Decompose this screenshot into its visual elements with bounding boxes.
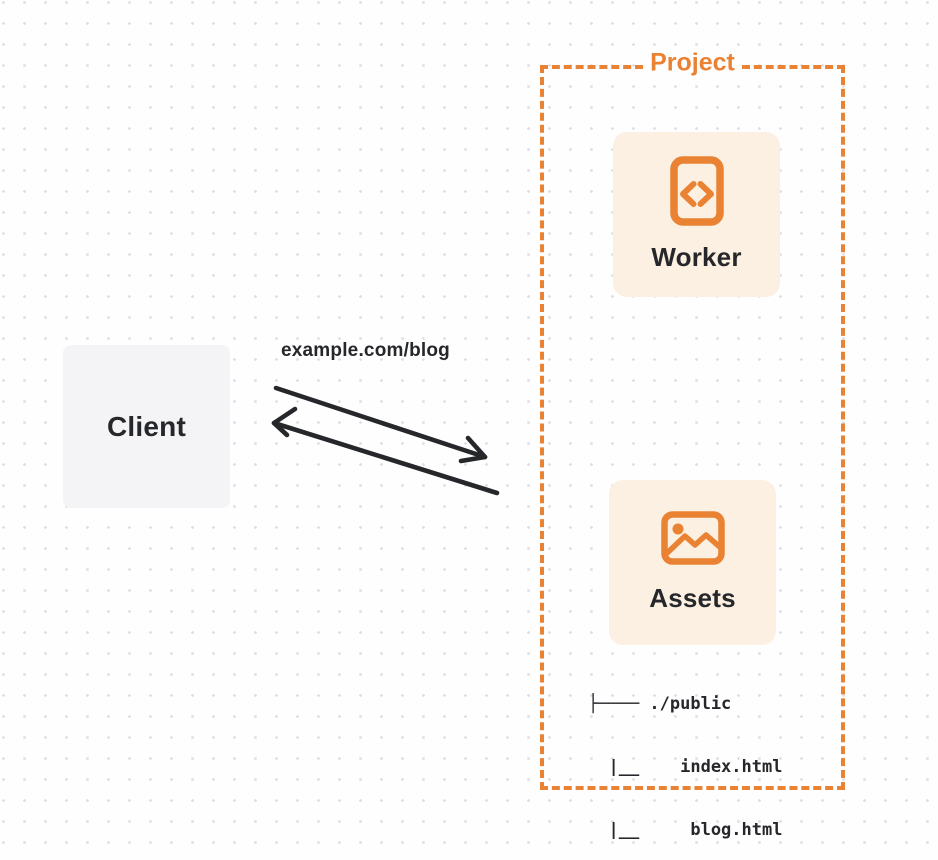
request-arrowhead [458, 435, 488, 464]
request-response-arrows [271, 385, 500, 496]
assets-file-tree: ├──── ./public |__ index.html |__ blog.h… [588, 652, 782, 860]
file-tree-line-public: ├──── ./public [588, 694, 732, 714]
assets-node: Assets [609, 480, 776, 645]
client-label: Client [107, 410, 186, 442]
project-container: Project Worker Assets [540, 48, 845, 840]
response-arrowhead [271, 406, 298, 438]
request-arrow-shaft [273, 385, 488, 460]
file-tree-line-index: |__ index.html [588, 757, 783, 777]
worker-node: Worker [613, 132, 780, 297]
worker-label: Worker [651, 242, 742, 272]
file-tree-line-blog: |__ blog.html [588, 820, 783, 840]
image-icon [660, 511, 725, 565]
project-label: Project [643, 48, 742, 78]
assets-label: Assets [649, 583, 736, 613]
code-file-icon [669, 156, 724, 226]
request-url-label: example.com/blog [281, 340, 450, 361]
client-node: Client [63, 345, 230, 508]
response-arrow-shaft [271, 420, 500, 496]
